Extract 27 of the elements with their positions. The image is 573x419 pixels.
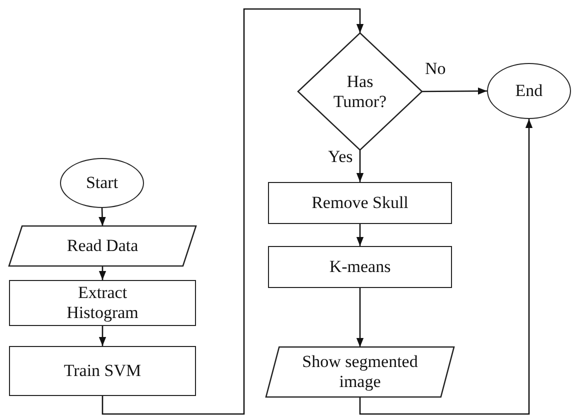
arrow [422, 87, 487, 95]
arrow [356, 150, 364, 182]
output-parallelogram [266, 347, 454, 397]
input-parallelogram [9, 226, 196, 266]
node-label: Has Tumor? [332, 72, 388, 112]
node-label: Train SVM [62, 361, 142, 381]
arrow [356, 288, 364, 347]
process-box [268, 246, 452, 288]
node-label: Remove Skull [310, 193, 410, 213]
arrow [98, 208, 106, 226]
node-label: K-means [328, 257, 392, 277]
arrow [98, 266, 106, 280]
process-box [9, 280, 196, 326]
arrow [98, 326, 106, 346]
process-box [9, 346, 196, 396]
node-label: Read Data [66, 236, 140, 256]
arrow [356, 224, 364, 246]
node-label: Start [84, 173, 120, 193]
arrow [359, 119, 533, 415]
node-label: Show segmented image [301, 352, 419, 392]
process-box [268, 182, 452, 224]
node-label: Extract Histogram [66, 283, 140, 323]
start-terminal [60, 158, 144, 208]
node-label: End [514, 81, 544, 101]
decision-diamond [298, 33, 422, 150]
arrow [102, 8, 364, 415]
end-terminal [487, 63, 571, 119]
